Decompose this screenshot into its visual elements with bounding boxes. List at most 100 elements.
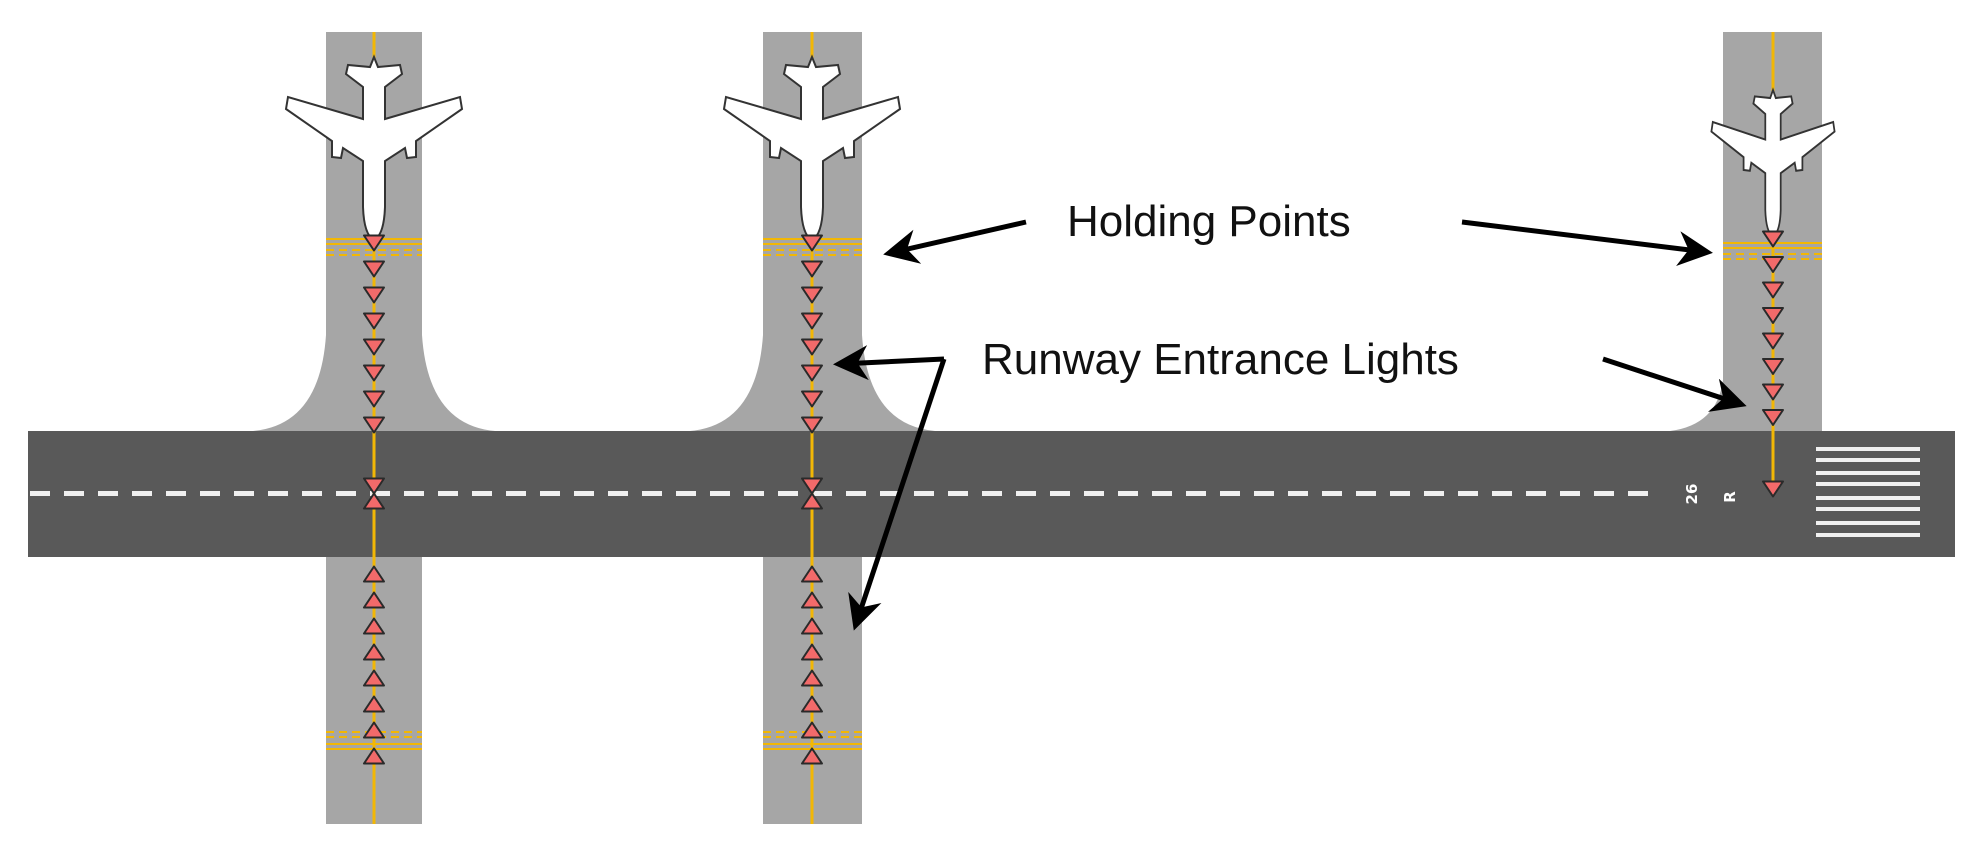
threshold-bar (1816, 482, 1920, 486)
runway-centerline-dash (1594, 491, 1614, 496)
runway-centerline-dash (880, 491, 900, 496)
runway-entrance-light-icon (801, 695, 823, 713)
runway-entrance-light-icon (801, 669, 823, 687)
runway-centerline-dash (1628, 491, 1648, 496)
runway-entrance-light-icon (1762, 230, 1784, 248)
runway-entrance-light-icon (363, 477, 385, 495)
runway-centerline-dash (302, 491, 322, 496)
threshold-bar (1816, 447, 1920, 451)
runway-entrance-light-icon (801, 338, 823, 356)
runway-centerline-dash (30, 491, 50, 496)
taxiway-centerlines (372, 32, 1775, 824)
runway-centerline-dash (812, 491, 832, 496)
runway-entrance-light-icon (801, 364, 823, 382)
runway-entrance-light-icon (363, 695, 385, 713)
runway-centerline-dash (234, 491, 254, 496)
arrow-icon (833, 345, 945, 381)
runway-centerline-dash (642, 491, 662, 496)
threshold-bar (1816, 471, 1920, 475)
runway-centerline-dash (1254, 491, 1274, 496)
airplane-icon (285, 56, 463, 241)
arrows (833, 219, 1747, 631)
runway-centerline-dash (1492, 491, 1512, 496)
runway-entrance-light-icon (801, 286, 823, 304)
runway-centerline-dash (1186, 491, 1206, 496)
runway-entrance-light-icon (363, 591, 385, 609)
runway-entrance-light-icon (1762, 256, 1784, 273)
runway-centerline-dash (1356, 491, 1376, 496)
taxiways (253, 32, 1822, 824)
runway-entrance-light-icon (801, 643, 823, 661)
runway-entrance-light-icon (801, 390, 823, 408)
runway-entrance-lights-label: Runway Entrance Lights (982, 335, 1459, 384)
runway-entrance-light-icon (363, 260, 385, 278)
runway-centerline-dash (268, 491, 288, 496)
runway-centerline-dash (64, 491, 84, 496)
holding-position-markings (326, 238, 1822, 750)
runway-markings (30, 447, 1920, 537)
threshold-bar (1816, 507, 1920, 511)
runway-centerline-dash (574, 491, 594, 496)
holding-points-label: Holding Points (1067, 197, 1351, 246)
runway-centerline-dash (778, 491, 798, 496)
runway-centerline-dash (948, 491, 968, 496)
runway-entrance-light-icon (363, 721, 385, 739)
runway-entrance-light-icon (1762, 332, 1784, 350)
arrow-icon (1461, 219, 1713, 266)
runway-entrance-light-icon (801, 477, 823, 495)
runway-entrance-light-icon (1762, 383, 1784, 401)
runway-centerline-dash (1458, 491, 1478, 496)
runway-centerline-dash (438, 491, 458, 496)
runway-centerline-dash (166, 491, 186, 496)
arrow-icon (883, 219, 1027, 264)
runway-centerline-dash (1016, 491, 1036, 496)
runway-entrance-light-icon (801, 234, 823, 252)
runway-entrance-lights (363, 230, 1784, 765)
runway-centerline-dash (914, 491, 934, 496)
runway-entrance-light-icon (363, 747, 385, 765)
runway-entrance-light-icon (363, 617, 385, 635)
runway-centerline-dash (744, 491, 764, 496)
runway-centerline-dash (676, 491, 696, 496)
taxiway-right-north (1670, 32, 1822, 431)
runway-entrance-light-icon (363, 312, 385, 330)
threshold-bar (1816, 533, 1920, 537)
runway-entrance-light-icon (363, 669, 385, 687)
threshold-bar (1816, 458, 1920, 462)
runway-entrance-light-icon (1762, 409, 1784, 426)
runway-entrance-light-icon (801, 747, 823, 765)
airplane-icon (723, 56, 901, 241)
runway-centerline-dash (846, 491, 866, 496)
runway-centerline-dash (1560, 491, 1580, 496)
arrow-icon (1602, 356, 1747, 412)
runway-centerline-dash (98, 491, 118, 496)
runway-entrance-light-icon (363, 338, 385, 356)
threshold-bar (1816, 496, 1920, 500)
runway-centerline-dash (336, 491, 356, 496)
runway-entrance-light-icon (801, 260, 823, 278)
runway-centerline-dash (1526, 491, 1546, 496)
runway-centerline-dash (506, 491, 526, 496)
runway-entrance-light-icon (801, 565, 823, 583)
runway-entrance-light-icon (801, 617, 823, 635)
runway-centerline-dash (1220, 491, 1240, 496)
threshold-bar (1816, 521, 1920, 525)
runway-entrance-light-icon (1762, 480, 1784, 498)
runway-entrance-light-icon (363, 364, 385, 382)
runway-entrance-light-icon (801, 591, 823, 609)
runway-entrance-light-icon (363, 492, 385, 510)
runway-centerline-dash (982, 491, 1002, 496)
runway-centerline-dash (1424, 491, 1444, 496)
runway-entrance-light-icon (363, 565, 385, 583)
runway-centerline-dash (132, 491, 152, 496)
runway-entrance-light-icon (363, 643, 385, 661)
runway-entrance-light-icon (363, 234, 385, 252)
runway-entrance-light-icon (363, 286, 385, 304)
runway-centerline-dash (540, 491, 560, 496)
runway-entrance-light-icon (363, 390, 385, 408)
runway-entrance-light-icon (1762, 281, 1784, 299)
runway-centerline-dash (1050, 491, 1070, 496)
runway-entrance-light-icon (801, 721, 823, 739)
runway-centerline-dash (1084, 491, 1104, 496)
